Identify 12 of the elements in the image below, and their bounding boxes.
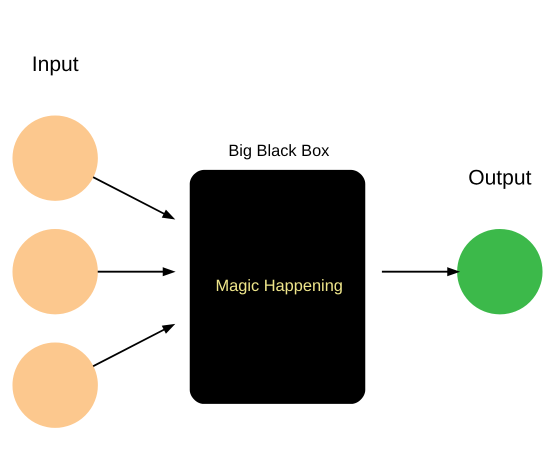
arrow xyxy=(98,267,176,276)
node-box: Magic Happening xyxy=(190,170,366,404)
node-circle xyxy=(12,228,98,314)
arrow xyxy=(92,176,176,220)
node-circle xyxy=(457,228,543,314)
arrow xyxy=(382,267,460,276)
label: Output xyxy=(468,166,532,190)
arrow xyxy=(92,324,176,367)
node-label: Big Black Box xyxy=(228,142,330,160)
label: Input xyxy=(32,52,79,76)
node-circle xyxy=(12,342,98,428)
node-circle xyxy=(12,115,98,201)
